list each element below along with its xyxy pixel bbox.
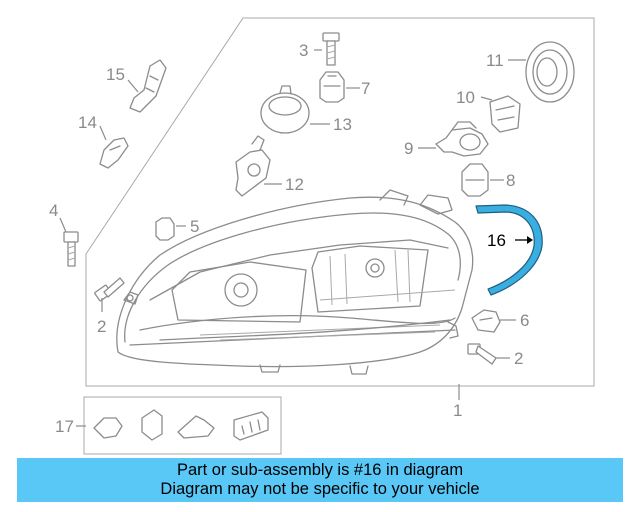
part-8-clip: [461, 163, 489, 197]
callout-2-right: 2: [514, 349, 523, 368]
banner-line-2: Diagram may not be specific to your vehi…: [160, 480, 480, 498]
callout-labels: 3 7 13 11 10 9 8 12 15 14 4 5 2 16 6 2 1…: [49, 41, 529, 436]
leader-lines: [59, 49, 533, 427]
part-2-bolt-left: [94, 277, 125, 302]
part-15-socket: [129, 59, 167, 113]
assembly-boundary: [85, 17, 595, 387]
part-10-socket: [489, 95, 521, 133]
part-5-nut: [155, 217, 175, 241]
callout-12: 12: [285, 175, 304, 194]
part-2-bolt-right: [467, 343, 497, 365]
info-banner: Part or sub-assembly is #16 in diagram D…: [17, 458, 623, 502]
callout-4: 4: [49, 201, 58, 220]
callout-13: 13: [333, 115, 352, 134]
callout-11: 11: [486, 51, 504, 70]
part-7-clip: [319, 71, 345, 103]
callout-14: 14: [78, 113, 97, 132]
callout-15: 15: [106, 65, 125, 84]
part-9-bulb: [435, 121, 489, 157]
part-12-bulb: [235, 135, 271, 197]
callout-7: 7: [361, 79, 370, 98]
callout-2-left: 2: [97, 317, 106, 336]
callout-5: 5: [190, 217, 199, 236]
callout-10: 10: [456, 88, 475, 107]
part-11-cap: [525, 41, 575, 103]
part-3-screw: [322, 32, 340, 66]
callout-1: 1: [453, 401, 462, 420]
part-4-bolt: [63, 231, 79, 267]
callout-9: 9: [404, 139, 413, 158]
callout-8: 8: [506, 171, 515, 190]
headlamp-assembly: [116, 189, 474, 375]
callout-17: 17: [55, 417, 74, 436]
part-17-hardware-kit: [93, 409, 269, 441]
part-6-bracket: [471, 309, 501, 333]
callout-16[interactable]: 16: [487, 231, 506, 250]
part-13-grommet: [260, 85, 310, 134]
callout-6: 6: [520, 311, 529, 330]
part-14-bulb: [99, 137, 129, 169]
banner-line-1: Part or sub-assembly is #16 in diagram: [176, 461, 464, 479]
part-16-trim-strip: [475, 204, 543, 296]
callout-3: 3: [299, 41, 308, 60]
